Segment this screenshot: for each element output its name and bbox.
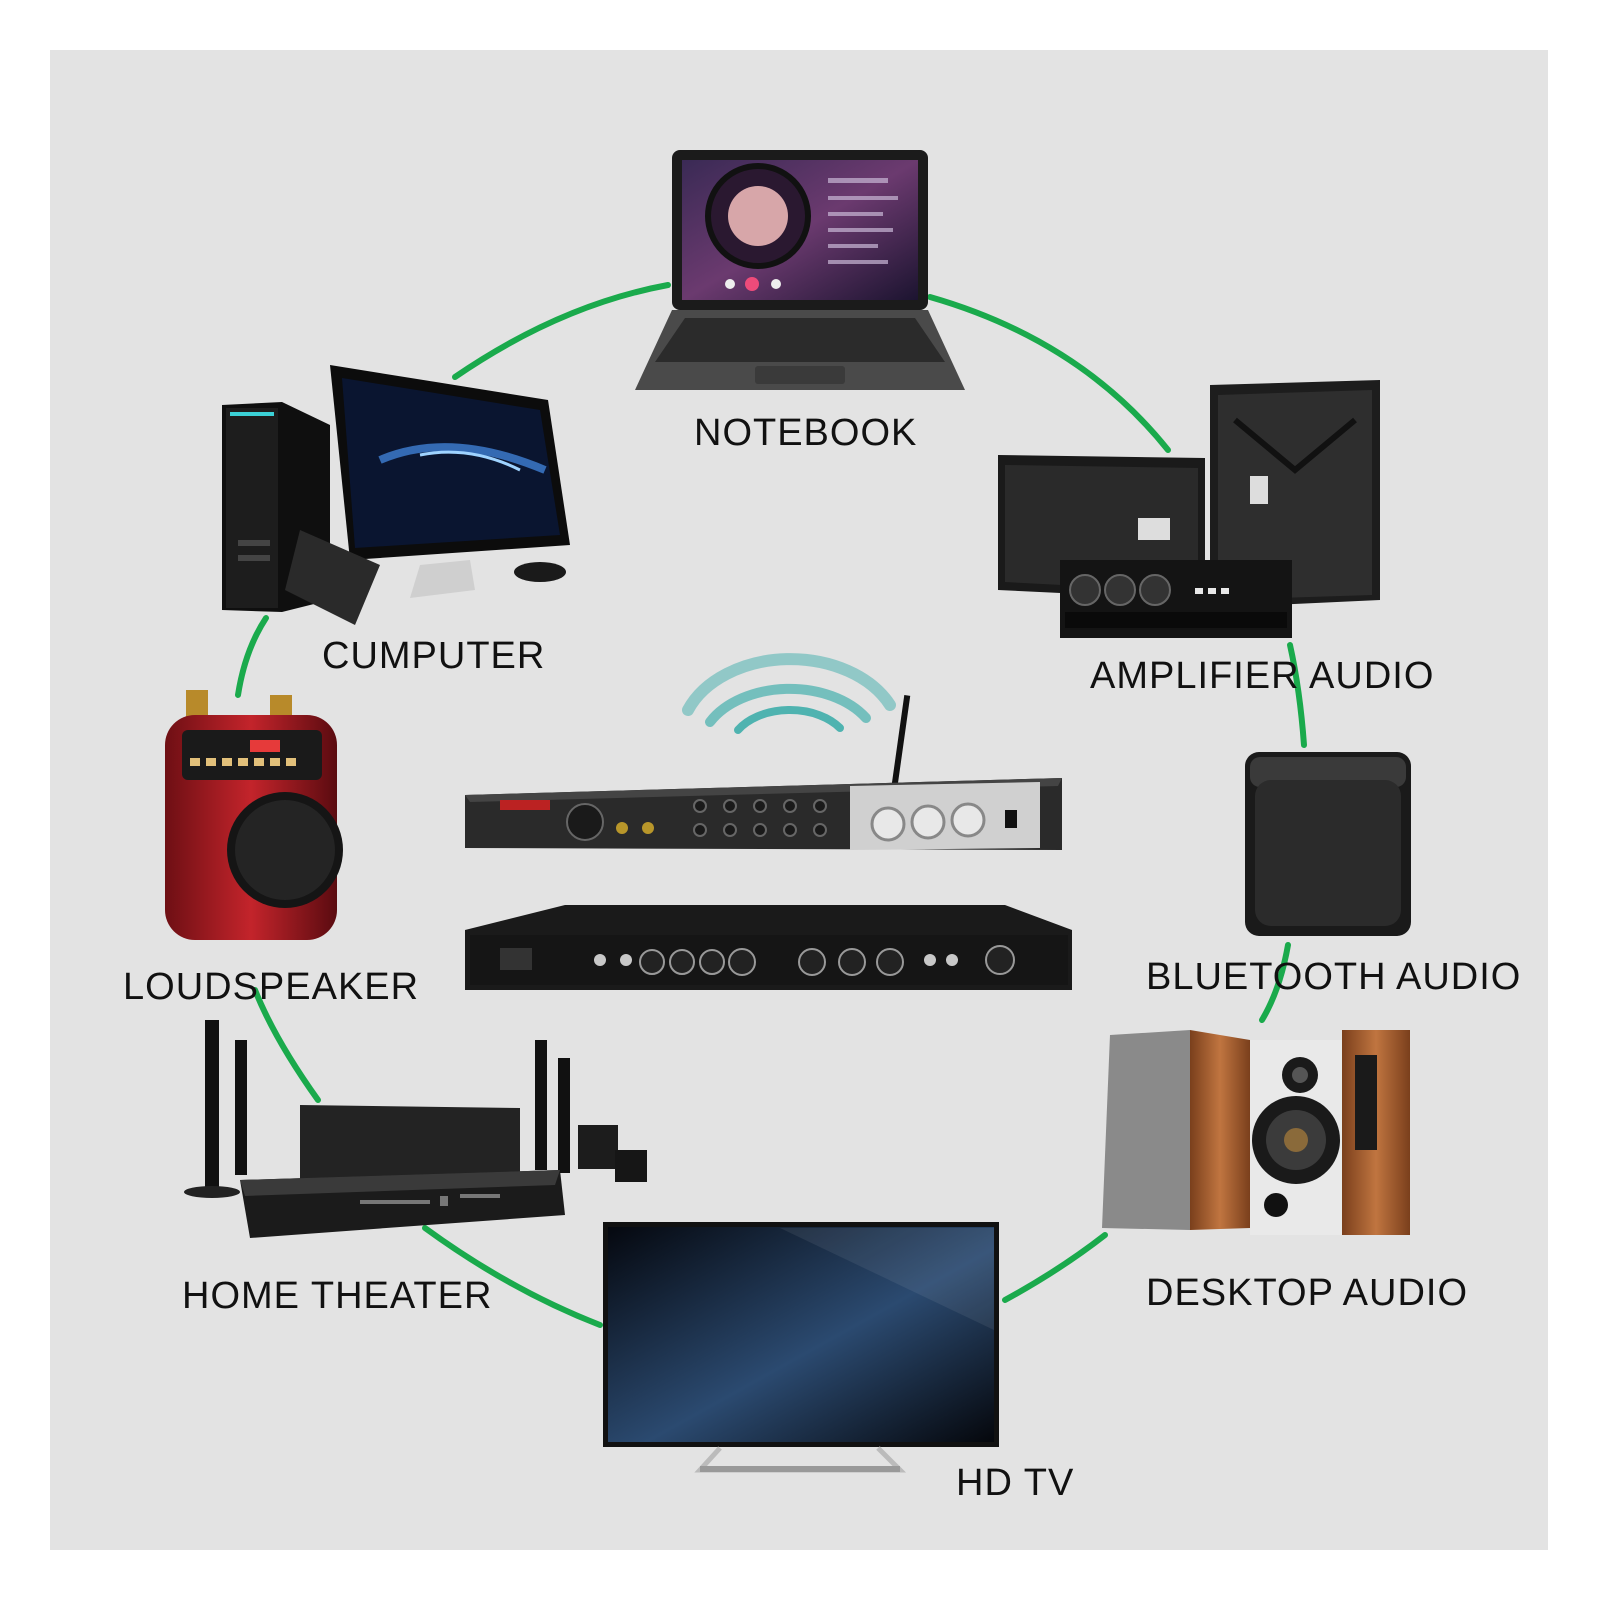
ring-loudspeaker-computer (235, 615, 269, 698)
desktop-audio-image (1102, 1030, 1410, 1235)
ring-desktop-tv (1002, 1232, 1108, 1303)
label-hd-tv: HD TV (956, 1462, 1075, 1504)
hd-tv-image (603, 1222, 999, 1473)
ring-amplifier-bluetooth (1287, 642, 1307, 748)
ring-hometheater-loudspeaker (252, 987, 321, 1103)
bluetooth-audio-image (1245, 752, 1411, 936)
label-home-theater: HOME THEATER (182, 1275, 493, 1317)
computer-image (222, 365, 570, 625)
home-theater-image (184, 1020, 647, 1238)
wireless-signal-icon (682, 653, 896, 734)
ring-notebook-amplifier (927, 294, 1171, 453)
processor-front-image (465, 695, 1062, 850)
label-amplifier-audio: AMPLIFIER AUDIO (1090, 655, 1435, 697)
label-loudspeaker: LOUDSPEAKER (123, 966, 420, 1008)
notebook-image (635, 150, 965, 390)
ring-bluetooth-desktop (1259, 942, 1291, 1023)
connection-ring (235, 282, 1307, 1328)
processor-back-image (465, 905, 1072, 990)
label-notebook: NOTEBOOK (694, 412, 918, 454)
label-computer: CUMPUTER (322, 635, 546, 677)
ring-notebook-computer (452, 282, 671, 380)
label-desktop-audio: DESKTOP AUDIO (1146, 1272, 1469, 1314)
label-bluetooth-audio: BLUETOOTH AUDIO (1146, 956, 1522, 998)
loudspeaker-image (165, 690, 343, 940)
ring-tv-hometheater (422, 1225, 603, 1328)
amplifier-audio-image (998, 380, 1380, 638)
